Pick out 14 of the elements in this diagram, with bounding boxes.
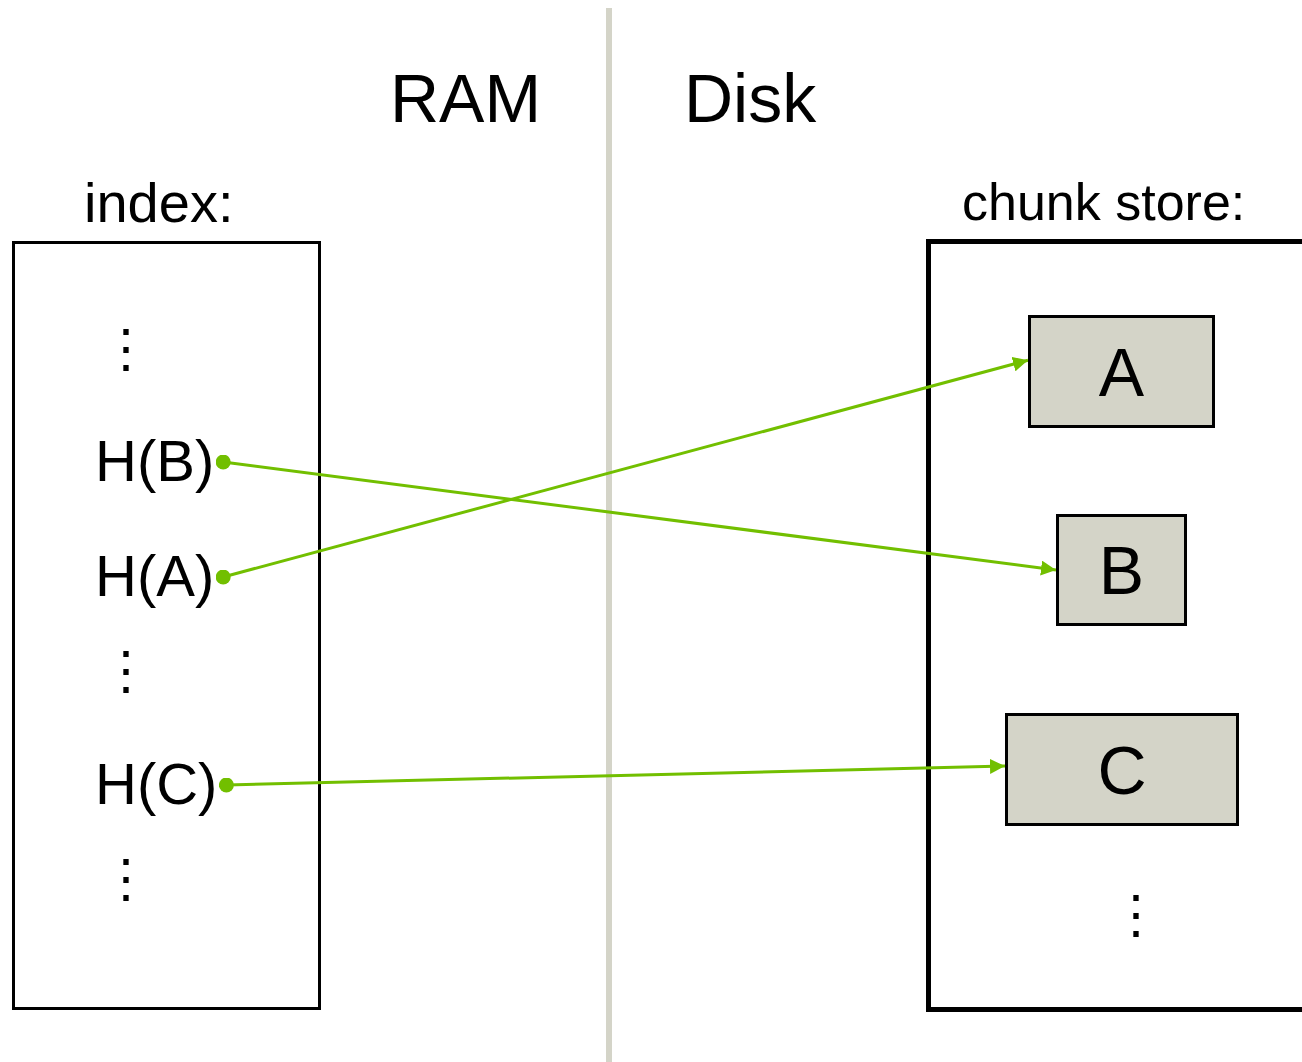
box-heading: index: — [84, 170, 234, 235]
section-label: RAM — [390, 64, 542, 132]
arrow — [218, 759, 1006, 793]
ellipsis: ⋮ — [100, 644, 152, 696]
ellipsis: ⋮ — [100, 322, 152, 374]
section-label: Disk — [684, 64, 817, 132]
chunk-box: A — [1028, 315, 1215, 428]
chunk-box: B — [1056, 514, 1187, 626]
arrow — [215, 356, 1029, 585]
ellipsis: ⋮ — [100, 852, 152, 904]
box-heading: chunk store: — [962, 172, 1246, 232]
arrow — [215, 454, 1057, 576]
chunk-box: C — [1005, 713, 1239, 826]
ellipsis: ⋮ — [1110, 888, 1162, 940]
